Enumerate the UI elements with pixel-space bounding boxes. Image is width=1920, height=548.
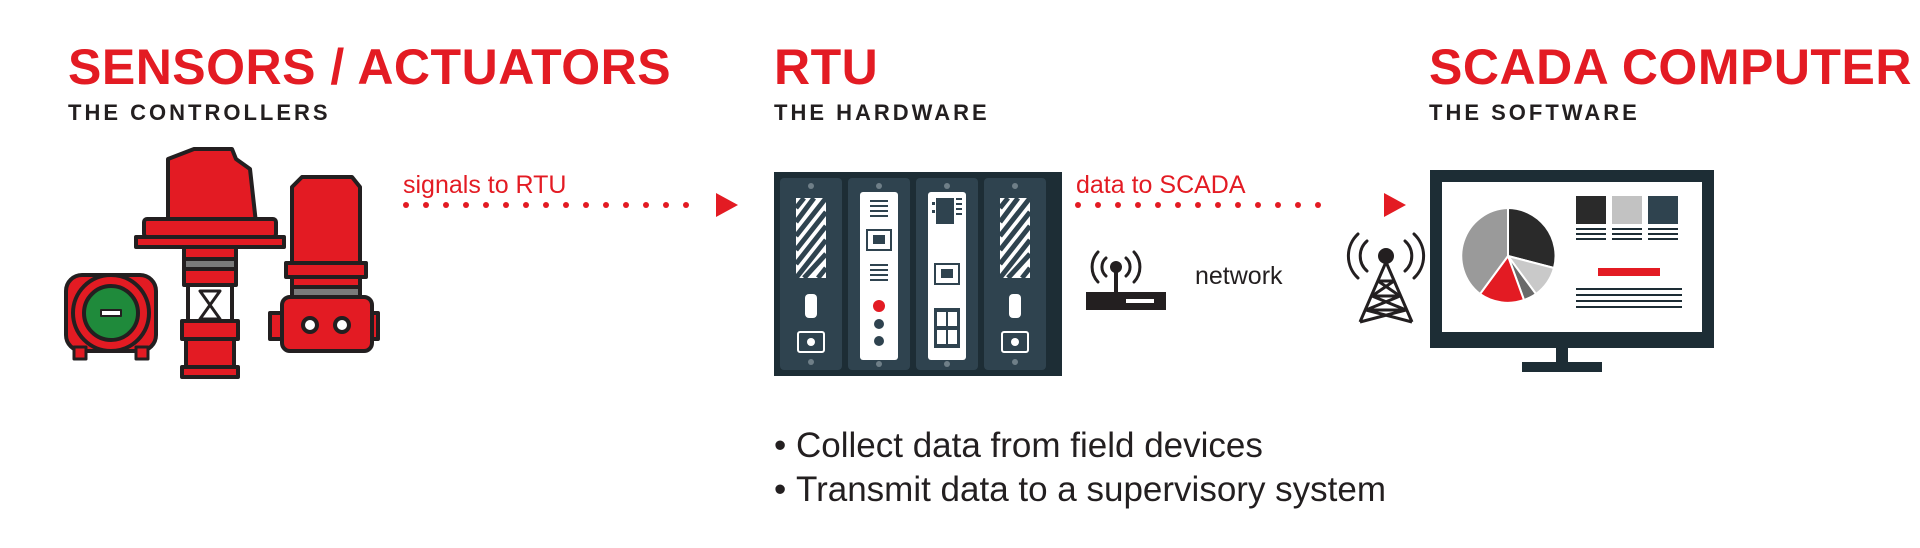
subtitle-scada: THE SOFTWARE [1429,100,1640,125]
rtu-module-4 [984,178,1046,370]
rtu-module-2 [848,178,910,370]
bullet-text: Collect data from field devices [796,426,1263,465]
sensors-actuators-illustration [64,147,380,379]
monitor-icon [1430,170,1714,372]
subtitle-sensors: THE CONTROLLERS [68,100,331,125]
pie-chart-graphic [1460,206,1557,304]
rtu-rack-icon [774,172,1062,376]
router-icon [1086,250,1166,310]
data-arrow [1075,193,1406,217]
rtu-module-3 [916,178,978,370]
signals-label: signals to RTU [403,171,567,199]
arrow-right-icon [1384,193,1406,217]
arrow-right-icon [716,193,738,217]
bullet-text: Transmit data to a supervisory system [796,470,1387,509]
data-label: data to SCADA [1076,171,1246,199]
list-item: •Collect data from field devices [774,426,1263,465]
subtitle-rtu: THE HARDWARE [774,100,990,125]
rtu-function-list: •Collect data from field devices •Transm… [774,424,1386,512]
title-rtu: RTU [774,39,879,95]
title-sensors: SENSORS / ACTUATORS [68,39,672,95]
network-label: network [1195,262,1283,290]
title-scada: SCADA COMPUTER [1429,39,1912,95]
radio-tower-icon [1346,232,1426,324]
actuator-icon [268,175,380,353]
valve-actuator-icon [134,147,286,379]
signals-arrow [403,193,738,217]
sensor-icon [64,273,158,361]
rtu-module-1 [780,178,842,370]
list-item: •Transmit data to a supervisory system [774,470,1387,509]
